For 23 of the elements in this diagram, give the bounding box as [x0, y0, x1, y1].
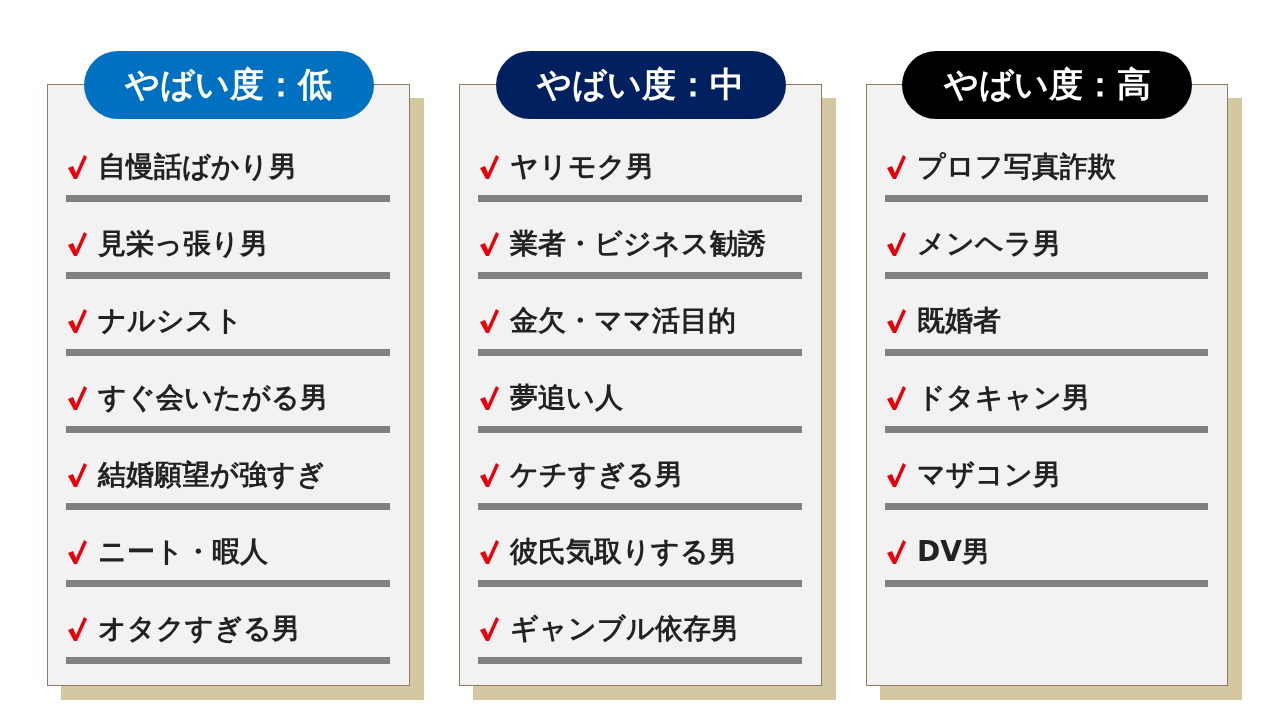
list-item-text: ナルシスト — [98, 303, 243, 339]
list-item-text: メンヘラ男 — [917, 226, 1061, 262]
list-item-text: ギャンブル依存男 — [510, 611, 739, 647]
list-item-text: ドタキャン男 — [917, 380, 1090, 416]
list-item-text: ニート・暇人 — [98, 534, 268, 570]
list-item-text: 彼氏気取りする男 — [510, 534, 737, 570]
list-item-text: 見栄っ張り男 — [98, 226, 268, 262]
list-item-text: DV男 — [917, 534, 990, 570]
list-item-text: すぐ会いたがる男 — [98, 380, 328, 416]
list-item-text: ヤリモク男 — [510, 149, 654, 185]
level-badge: やばい度：中 — [495, 51, 786, 119]
list-item-text: オタクすぎる男 — [98, 611, 300, 647]
level-badge: やばい度：高 — [902, 51, 1192, 119]
list-item-text: 金欠・ママ活目的 — [510, 303, 736, 339]
list-item-text: マザコン男 — [917, 457, 1061, 493]
level-badge: やばい度：低 — [83, 51, 374, 119]
list-item-text: 結婚願望が強すぎ — [98, 457, 325, 493]
list-item-text: 業者・ビジネス勧誘 — [510, 226, 766, 262]
list-item-text: 既婚者 — [917, 303, 1001, 339]
list-item-text: 夢追い人 — [510, 380, 623, 416]
list-item-text: ケチすぎる男 — [510, 457, 683, 493]
list-item-text: プロフ写真詐欺 — [917, 149, 1116, 185]
list-item-text: 自慢話ばかり男 — [98, 149, 297, 185]
